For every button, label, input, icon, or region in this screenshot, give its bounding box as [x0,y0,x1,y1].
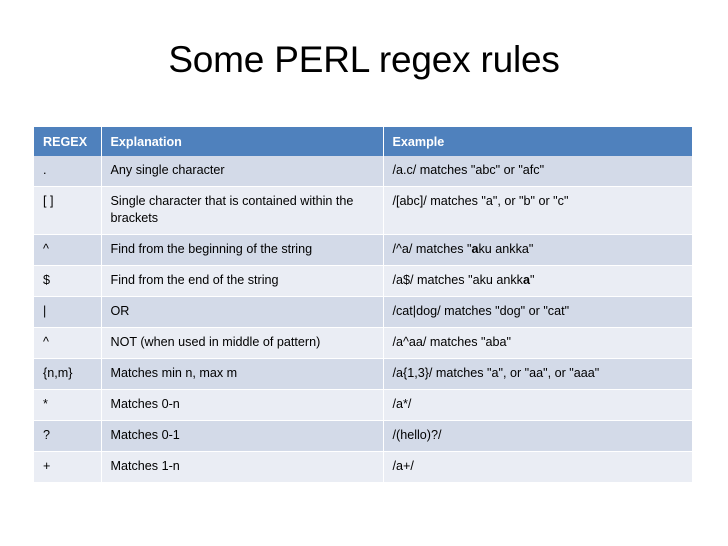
table-row: ?Matches 0-1 /(hello)?/ [34,420,692,452]
table-row: [ ]Single character that is contained wi… [34,186,692,235]
example-text: /^a/ matches " [392,242,472,256]
cell-example: /a$/ matches "aku ankka" [383,265,692,297]
cell-explanation: Matches min n, max m [101,358,384,390]
table-row: .Any single character/a.c/ matches "abc"… [34,156,692,187]
regex-rules-table: REGEX Explanation Example .Any single ch… [34,127,692,483]
example-text: /[abc]/ matches "a", or "b" or "c" [392,194,569,208]
example-text-tail: ku ankka" [478,242,534,256]
cell-regex: . [34,156,102,187]
cell-explanation: Any single character [101,156,384,187]
cell-example: /[abc]/ matches "a", or "b" or "c" [383,186,692,235]
cell-explanation: NOT (when used in middle of pattern) [101,327,384,359]
cell-example: /a+/ [383,451,692,483]
cell-explanation: Matches 1-n [101,451,384,483]
column-header-example: Example [383,127,692,156]
example-text: /cat|dog/ matches "dog" or "cat" [392,304,570,318]
example-text: /(hello)?/ [392,428,442,442]
example-text: /a*/ [392,397,412,411]
table-row: +Matches 1-n/a+/ [34,451,692,483]
cell-example: /a.c/ matches "abc" or "afc" [383,156,692,187]
example-text: /a^aa/ matches "aba" [392,335,511,349]
example-highlight: a [522,273,530,287]
table-row: {n,m}Matches min n, max m/a{1,3}/ matche… [34,358,692,390]
cell-regex: {n,m} [34,358,102,390]
cell-explanation: OR [101,296,384,328]
cell-explanation: Matches 0-n [101,389,384,421]
cell-explanation: Find from the end of the string [101,265,384,297]
column-header-regex: REGEX [34,127,102,156]
cell-example: /a*/ [383,389,692,421]
cell-example: /^a/ matches "aku ankka" [383,234,692,266]
example-text: /a+/ [392,459,414,473]
cell-example: /a{1,3}/ matches "a", or "aa", or "aaa" [383,358,692,390]
table-row: *Matches 0-n/a*/ [34,389,692,421]
cell-regex: + [34,451,102,483]
table-row: |OR/cat|dog/ matches "dog" or "cat" [34,296,692,328]
cell-explanation: Single character that is contained withi… [101,186,384,235]
cell-example: /cat|dog/ matches "dog" or "cat" [383,296,692,328]
table-row: $Find from the end of the string/a$/ mat… [34,265,692,297]
table-row: ^Find from the beginning of the string/^… [34,234,692,266]
page-title: Some PERL regex rules [168,39,560,80]
cell-regex: [ ] [34,186,102,235]
cell-regex: * [34,389,102,421]
cell-example: /(hello)?/ [383,420,692,452]
cell-explanation: Matches 0-1 [101,420,384,452]
example-text: /a{1,3}/ matches "a", or "aa", or "aaa" [392,366,600,380]
table-header: REGEX Explanation Example [34,127,692,156]
cell-regex: | [34,296,102,328]
example-text: /a$/ matches "aku ankk [392,273,523,287]
cell-regex: ? [34,420,102,452]
table-header-row: REGEX Explanation Example [34,127,692,156]
cell-regex: $ [34,265,102,297]
regex-rules-table-container: REGEX Explanation Example .Any single ch… [34,127,692,483]
table-body: .Any single character/a.c/ matches "abc"… [34,156,692,483]
cell-example: /a^aa/ matches "aba" [383,327,692,359]
table-row: ^NOT (when used in middle of pattern) /a^… [34,327,692,359]
example-text-tail: " [530,273,535,287]
example-highlight: a [471,242,479,256]
cell-regex: ^ [34,234,102,266]
example-text: /a.c/ matches "abc" or "afc" [392,163,545,177]
cell-explanation: Find from the beginning of the string [101,234,384,266]
cell-regex: ^ [34,327,102,359]
column-header-explanation: Explanation [101,127,384,156]
